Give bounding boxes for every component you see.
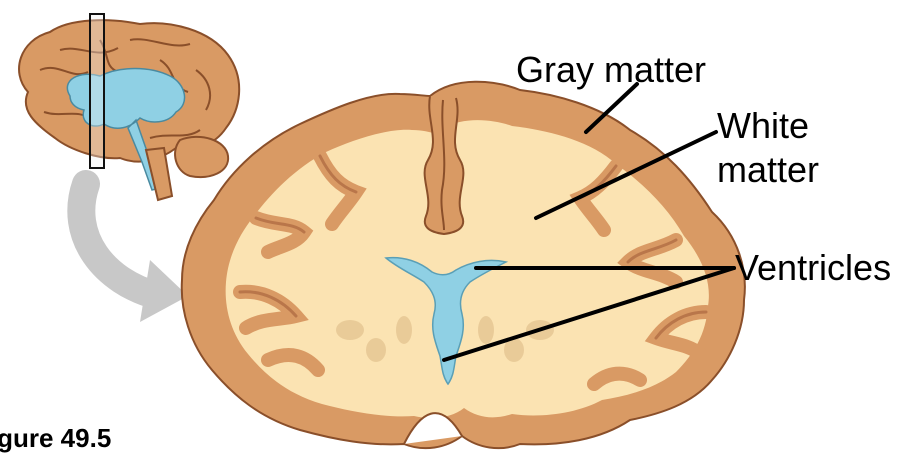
figure-caption-text: Figure 49.5 — [0, 423, 111, 453]
gray-matter-label: Gray matter — [516, 50, 706, 90]
section-plane — [90, 14, 104, 168]
white-matter-label-line1: White — [717, 106, 809, 146]
inset-cerebellum — [175, 137, 228, 177]
pointer-arrow — [81, 184, 188, 322]
ventricles-label: Ventricles — [735, 248, 891, 288]
coronal-section — [182, 82, 745, 448]
white-matter-label-line2: matter — [717, 150, 819, 190]
inset-brain-illustration — [19, 14, 239, 200]
figure-caption: Figure 49.5 — [0, 423, 170, 454]
